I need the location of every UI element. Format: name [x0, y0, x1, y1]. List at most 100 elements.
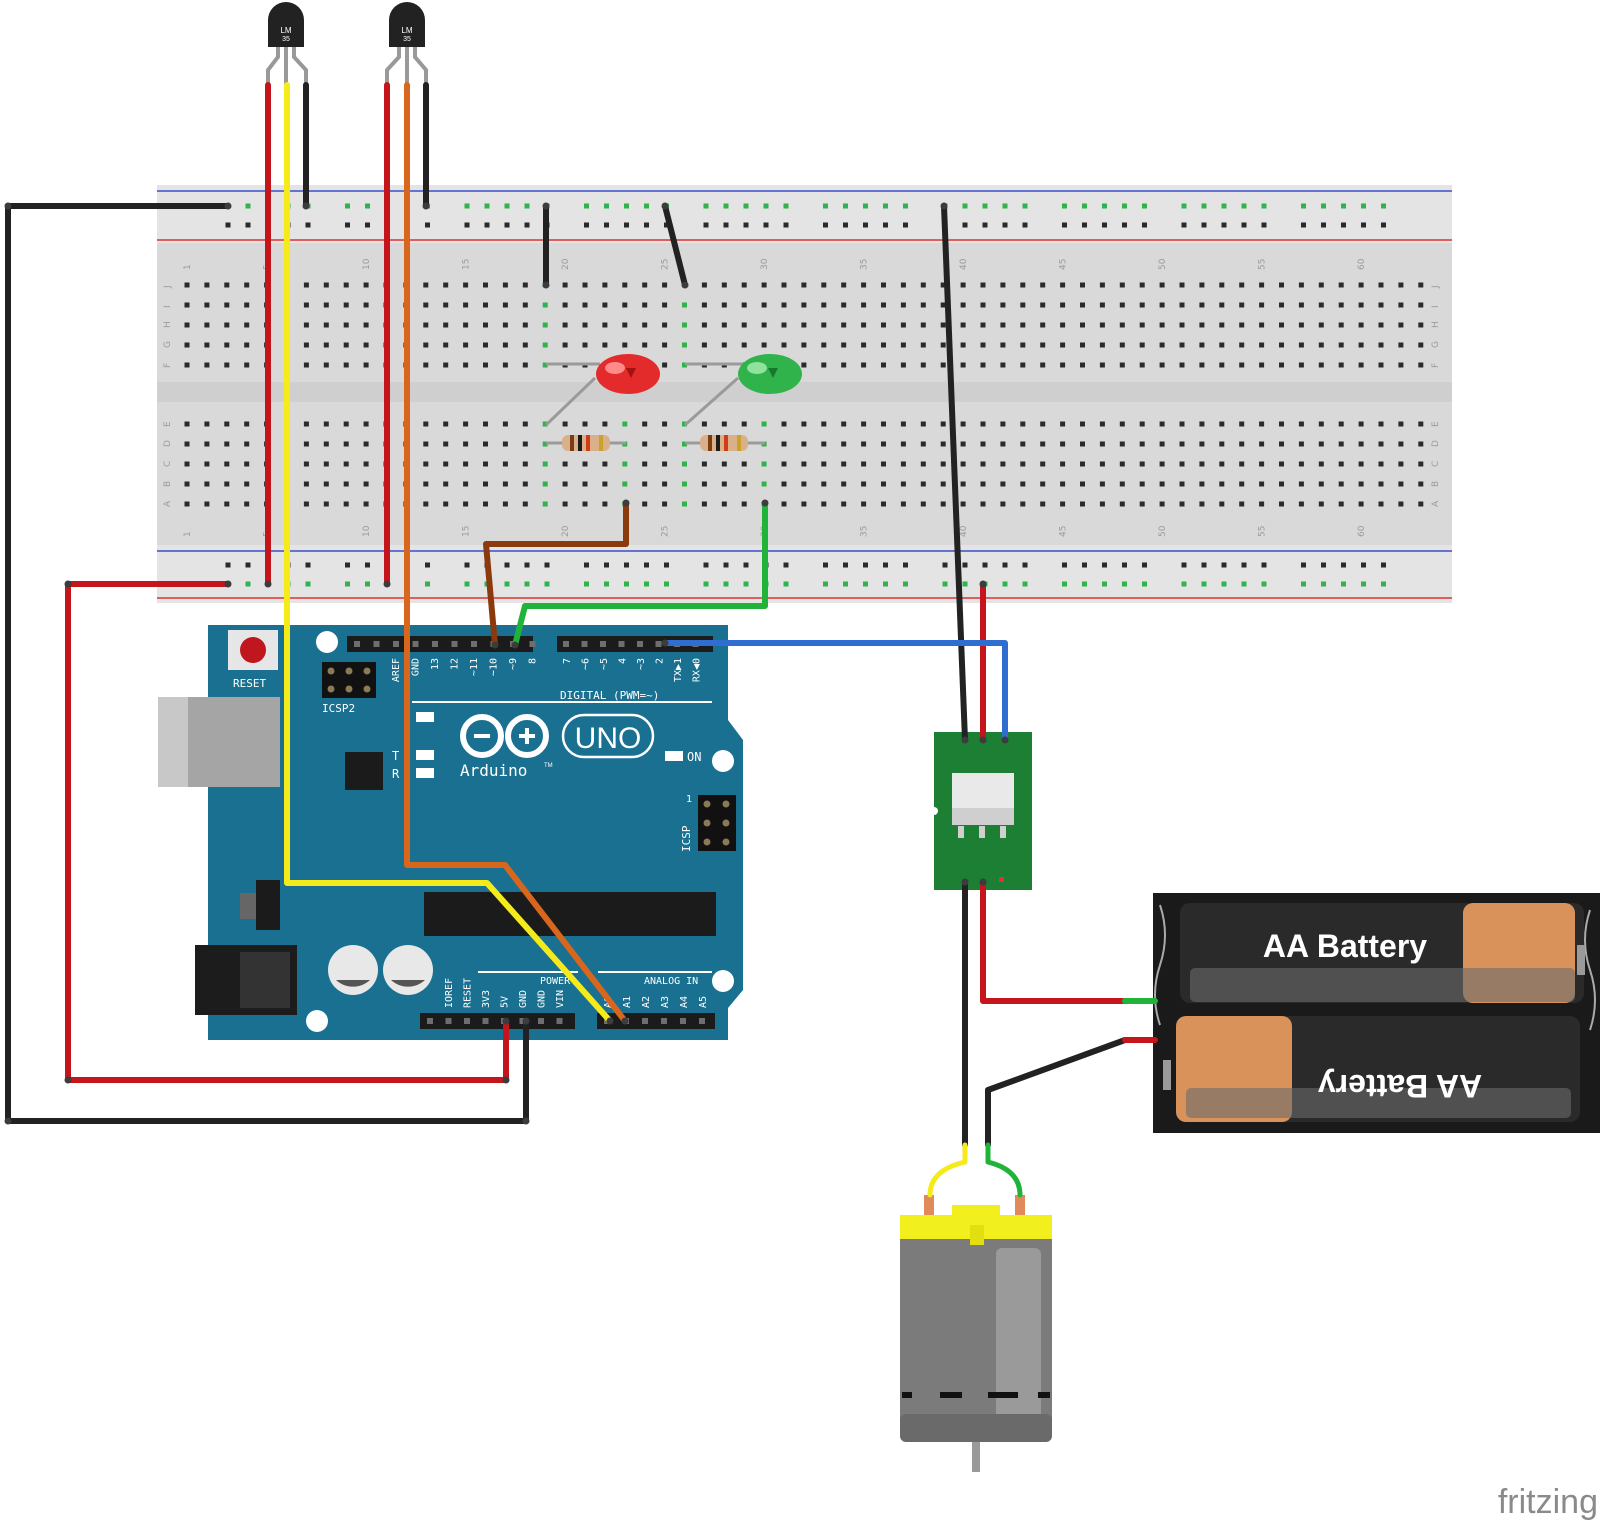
breadboard-hole: [881, 342, 886, 348]
column-number: 45: [1059, 526, 1069, 537]
row-letter: F: [163, 363, 173, 368]
breadboard-hole: [1000, 282, 1006, 288]
brand-label: Arduino: [460, 761, 527, 780]
breadboard-hole: [502, 362, 508, 368]
breadboard-hole: [1179, 501, 1185, 507]
rail-hole: [584, 222, 589, 228]
wire-blue-pin2: [662, 640, 1008, 743]
wire-green-pin9: [512, 500, 768, 648]
breadboard-hole: [1099, 461, 1105, 467]
rail-hole: [942, 581, 948, 587]
breadboard-hole: [423, 421, 429, 427]
breadboard-hole: [602, 322, 608, 328]
breadboard-hole: [900, 282, 906, 288]
breadboard-hole: [323, 282, 329, 288]
breadboard-hole: [184, 322, 190, 328]
breadboard-hole: [761, 342, 767, 348]
breadboard-hole: [662, 501, 668, 507]
tx-label: T: [392, 749, 399, 763]
breadboard-hole: [1338, 322, 1344, 328]
relay-module: [930, 732, 1032, 890]
pin-label: ~9: [508, 658, 519, 670]
rail-hole: [624, 222, 629, 228]
breadboard-hole: [204, 302, 210, 308]
voltage-regulator: [256, 880, 280, 930]
breadboard-hole: [682, 342, 687, 348]
breadboard-hole: [1199, 282, 1205, 288]
reset-button-cap[interactable]: [240, 637, 266, 663]
wire-endpoint: [4, 1117, 12, 1125]
row-letter: C: [163, 461, 173, 467]
breadboard-hole: [562, 342, 568, 348]
breadboard-hole: [204, 362, 210, 368]
breadboard-hole: [1418, 461, 1424, 467]
wire-endpoint: [681, 281, 689, 289]
pin-label: GND: [518, 990, 529, 1008]
wire-endpoint: [979, 878, 987, 886]
breadboard-hole: [701, 421, 707, 427]
breadboard-hole: [463, 461, 469, 467]
rail-hole: [464, 562, 470, 568]
breadboard-hole: [443, 421, 449, 427]
row-letter: G: [163, 341, 173, 348]
breadboard-hole: [1398, 322, 1404, 328]
breadboard-hole: [841, 441, 847, 447]
breadboard-hole: [1020, 421, 1026, 427]
on-led: [665, 751, 683, 761]
wire-endpoint: [961, 736, 969, 744]
breadboard-hole: [502, 441, 508, 447]
breadboard-hole: [881, 421, 886, 427]
pin-label: 2: [655, 658, 666, 664]
breadboard-hole: [423, 342, 429, 348]
breadboard-hole: [1080, 342, 1085, 348]
breadboard-hole: [522, 282, 528, 288]
breadboard-hole: [900, 342, 906, 348]
breadboard-hole: [1080, 362, 1085, 368]
pin-label: A3: [660, 996, 671, 1008]
column-number: 25: [661, 259, 671, 270]
breadboard-hole: [1298, 322, 1304, 328]
digital-header-left: [347, 636, 533, 652]
header-pin: [354, 641, 360, 647]
header-pin: [393, 641, 399, 647]
breadboard-hole: [1040, 501, 1046, 507]
pin-label: ~5: [599, 658, 610, 670]
breadboard-hole: [363, 342, 369, 348]
rail-hole: [1082, 203, 1087, 209]
breadboard-hole: [522, 501, 528, 507]
breadboard-hole: [1418, 441, 1424, 447]
arduino-logo-icon: [460, 714, 549, 758]
breadboard-hole: [682, 302, 687, 308]
breadboard-hole: [423, 441, 429, 447]
breadboard-hole: [940, 501, 946, 507]
icsp-pin1-label: 1: [686, 794, 692, 805]
breadboard-hole: [1139, 441, 1145, 447]
breadboard-hole: [900, 362, 906, 368]
rail-hole: [1142, 562, 1147, 568]
rail-hole: [1022, 222, 1028, 228]
column-number: 15: [462, 259, 472, 270]
rail-hole: [544, 581, 550, 587]
rail-hole: [763, 222, 769, 228]
breadboard-hole: [542, 461, 548, 467]
rail-hole: [903, 222, 908, 228]
header-pin: [581, 641, 588, 647]
breadboard-hole: [940, 342, 946, 348]
breadboard-hole: [224, 342, 230, 348]
breadboard-hole: [1239, 421, 1245, 427]
breadboard-hole: [483, 322, 488, 328]
breadboard-hole: [1358, 441, 1364, 447]
breadboard-hole: [940, 322, 946, 328]
breadboard-hole: [1000, 362, 1006, 368]
breadboard-hole: [1259, 421, 1265, 427]
wire-endpoint: [1001, 736, 1009, 744]
pin-label: RX◀0: [692, 658, 703, 682]
breadboard-hole: [622, 322, 628, 328]
rail-hole: [1301, 581, 1306, 587]
breadboard-hole: [224, 481, 230, 487]
breadboard-hole: [1318, 501, 1324, 507]
capacitor: [328, 945, 378, 995]
breadboard-hole: [1119, 322, 1125, 328]
breadboard-hole: [562, 322, 568, 328]
breadboard-hole: [522, 481, 528, 487]
